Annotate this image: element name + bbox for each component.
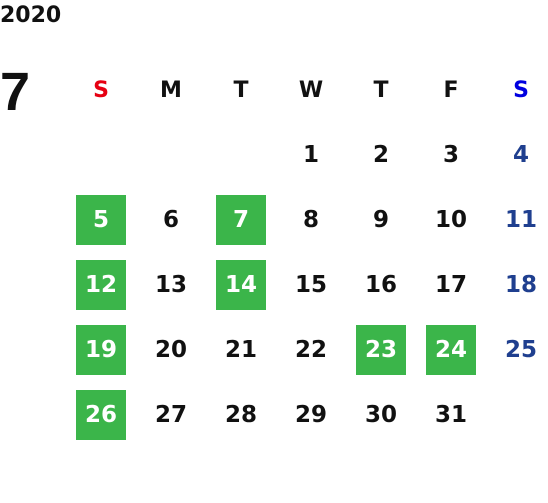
weekday-tuesday: T <box>233 77 249 103</box>
day-cell[interactable]: 16 <box>364 272 397 298</box>
empty-day-cell <box>66 120 136 185</box>
day-cell[interactable]: 2 <box>372 142 389 168</box>
weekday-sunday: S <box>93 77 109 103</box>
day-cell-highlighted[interactable]: 24 <box>416 315 486 380</box>
day-cell[interactable]: 25 <box>504 337 537 363</box>
empty-day-cell <box>206 120 276 185</box>
week-row-2: 5 6 7 8 9 10 11 <box>66 185 548 250</box>
day-cell[interactable]: 11 <box>504 207 537 233</box>
day-cell[interactable]: 4 <box>512 142 529 168</box>
empty-day-cell <box>136 120 206 185</box>
weekday-friday: F <box>443 77 459 103</box>
day-cell[interactable]: 27 <box>154 402 187 428</box>
day-cell[interactable]: 1 <box>302 142 319 168</box>
week-row-3: 12 13 14 15 16 17 18 <box>66 250 548 315</box>
day-cell-highlighted[interactable]: 14 <box>206 250 276 315</box>
day-cell[interactable]: 21 <box>224 337 257 363</box>
week-row-5: 26 27 28 29 30 31 <box>66 380 548 445</box>
day-cell-highlighted[interactable]: 23 <box>346 315 416 380</box>
day-cell[interactable]: 20 <box>154 337 187 363</box>
day-cell[interactable]: 15 <box>294 272 327 298</box>
day-cell[interactable]: 13 <box>154 272 187 298</box>
day-cell[interactable]: 17 <box>434 272 467 298</box>
day-cell[interactable]: 29 <box>294 402 327 428</box>
day-cell-highlighted[interactable]: 7 <box>206 185 276 250</box>
calendar-grid: S M T W T F S 1 2 3 4 5 6 7 8 9 10 11 12… <box>66 55 548 445</box>
month-label: 7 <box>0 62 31 122</box>
week-row-4: 19 20 21 22 23 24 25 <box>66 315 548 380</box>
day-cell[interactable]: 6 <box>162 207 179 233</box>
day-cell[interactable]: 22 <box>294 337 327 363</box>
day-cell-highlighted[interactable]: 12 <box>66 250 136 315</box>
day-cell[interactable]: 30 <box>364 402 397 428</box>
day-cell[interactable]: 28 <box>224 402 257 428</box>
day-cell[interactable]: 31 <box>434 402 467 428</box>
day-cell[interactable]: 10 <box>434 207 467 233</box>
weekday-wednesday: W <box>298 77 324 103</box>
weekday-thursday: T <box>373 77 389 103</box>
weekday-monday: M <box>160 77 182 103</box>
day-cell-highlighted[interactable]: 26 <box>66 380 136 445</box>
day-cell[interactable]: 3 <box>442 142 459 168</box>
weekday-saturday: S <box>513 77 529 103</box>
day-cell[interactable]: 18 <box>504 272 537 298</box>
year-label: 2020 <box>0 3 62 28</box>
day-cell-highlighted[interactable]: 19 <box>66 315 136 380</box>
empty-day-cell <box>486 380 548 445</box>
day-cell[interactable]: 9 <box>372 207 389 233</box>
week-row-1: 1 2 3 4 <box>66 120 548 185</box>
day-cell[interactable]: 8 <box>302 207 319 233</box>
weekday-header-row: S M T W T F S <box>66 55 548 120</box>
day-cell-highlighted[interactable]: 5 <box>66 185 136 250</box>
